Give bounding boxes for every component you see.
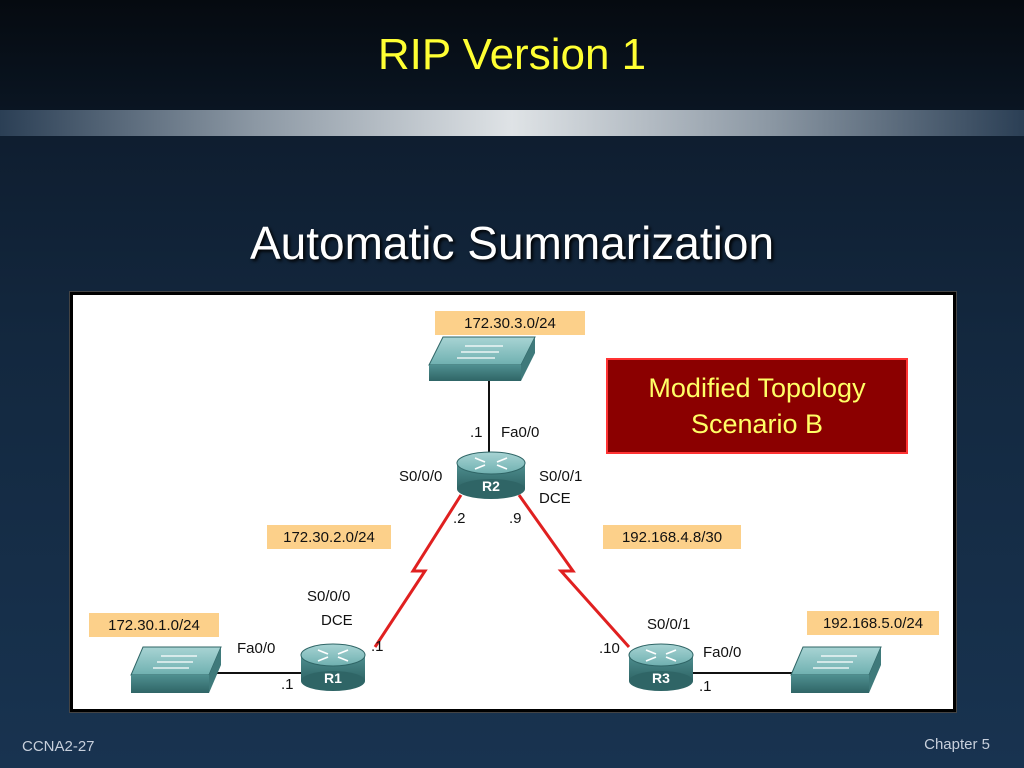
net-label-bg-r1-lan [89,613,219,637]
router-r2: R2 [456,451,526,499]
r3-fa-label: Fa0/0 [703,644,741,661]
title-divider [0,110,1024,136]
topology-diagram: R2 R1 R3 172.30.3.0/24 [70,292,956,712]
net-label-bg-r1-r2 [267,525,391,549]
r2-fa-host-label: .1 [470,424,483,441]
switch-r1-lan [130,646,222,693]
r2-s000-label: S0/0/0 [399,468,442,485]
serial-link-r1-r2 [373,494,463,648]
r3-s001-label: S0/0/1 [647,616,690,633]
network-label-r1-r2-link: 172.30.2.0/24 [283,529,375,546]
r1-fa-host-label: .1 [281,676,294,693]
r1-s000-host-label: .1 [371,638,384,655]
topology-svg: R2 R1 R3 172.30.3.0/24 [89,311,939,695]
router-r1: R1 [300,643,366,691]
r1-s000-label: S0/0/0 [307,588,350,605]
r3-fa-host-label: .1 [699,678,712,695]
r2-s001-dce-label: DCE [539,490,571,507]
serial-link-r2-r3 [517,494,631,649]
r1-s000-dce-label: DCE [321,612,353,629]
callout-line-2: Scenario B [691,409,823,439]
footer-chapter: Chapter 5 [924,736,990,753]
router-r3-label: R3 [652,670,670,686]
network-label-r2-r3-link: 192.168.4.8/30 [622,529,722,546]
r3-s001-host-label: .10 [599,640,620,657]
net-label-bg-r2-r3 [603,525,741,549]
router-r1-label: R1 [324,670,342,686]
router-r3: R3 [628,643,694,691]
net-label-bg-r3-lan [807,611,939,635]
network-label-r1-lan: 172.30.1.0/24 [108,617,200,634]
switch-r3-lan [790,646,882,693]
r2-fa-label: Fa0/0 [501,424,539,441]
switch-r2-lan [428,336,536,381]
footer-course-code: CCNA2-27 [22,738,95,755]
topology-callout: Modified Topology Scenario B [606,358,908,454]
network-label-r3-lan: 192.168.5.0/24 [823,615,923,632]
router-r2-label: R2 [482,478,500,494]
callout-line-1: Modified Topology [648,373,866,403]
title-bar [0,0,1024,110]
r1-fa-label: Fa0/0 [237,640,275,657]
network-label-r2-lan: 172.30.3.0/24 [464,315,556,332]
net-label-bg-r2-lan [435,311,585,335]
r2-s000-host-label: .2 [453,510,466,527]
slide-subtitle: Automatic Summarization [249,217,775,269]
r2-s001-host-label: .9 [509,510,522,527]
r2-s001-label: S0/0/1 [539,468,582,485]
slide-title: RIP Version 1 [377,30,647,79]
